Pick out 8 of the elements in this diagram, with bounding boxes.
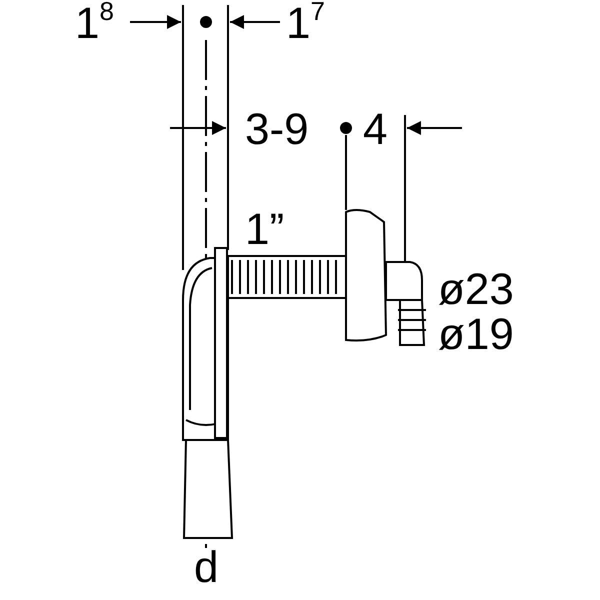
dimension-label: 1$^{7}$ [286, 2, 325, 46]
dimension-label: 4 [363, 108, 388, 152]
diameter-label: ø19 [438, 313, 514, 357]
diameter-label: ø23 [438, 268, 514, 312]
thread-size-label: 1” [245, 208, 284, 252]
diameter-label: d [194, 546, 218, 590]
dimension-label: 3-9 [245, 108, 309, 152]
dimension-label: 1$^{8}$ [75, 2, 114, 46]
